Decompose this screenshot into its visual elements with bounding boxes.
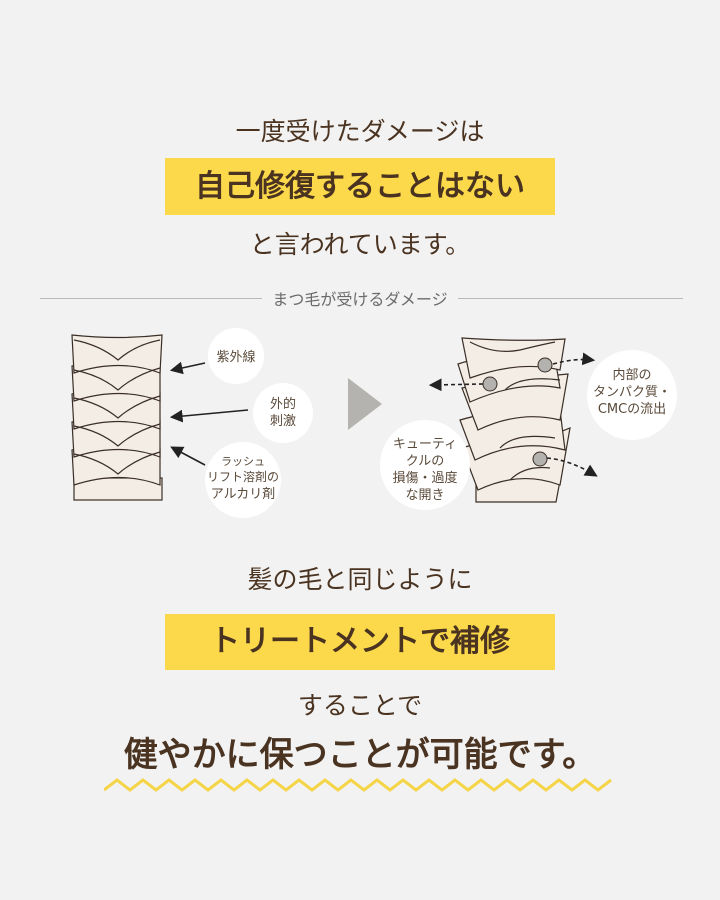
protein-particle xyxy=(532,451,548,467)
badge-protein-loss xyxy=(587,350,677,440)
headline-line2: と言われています。 xyxy=(249,230,471,259)
headline-highlight: 自己修復することはない xyxy=(165,158,555,215)
section-label-wrap: まつ毛が受けるダメージ xyxy=(0,286,720,310)
arrow-right-icon xyxy=(348,378,382,430)
badge-external xyxy=(253,383,313,443)
zigzag-underline xyxy=(104,778,612,792)
badge-alkali-text1: ラッシュ xyxy=(221,455,265,468)
closing-line3: 健やかに保つことが可能です。 xyxy=(123,735,597,775)
badge-uv xyxy=(208,328,264,384)
badge-cuticle-text2: クルの xyxy=(406,454,445,469)
badge-protein-text3: CMCの流出 xyxy=(598,402,666,417)
dashed-arrow xyxy=(428,378,484,392)
damage-diagram: 紫外線 外的 刺激 ラッシュ リフト溶剤の アルカリ剤 内部の タンパク質・ C… xyxy=(71,328,677,518)
arrow-external xyxy=(169,409,249,423)
arrow-uv xyxy=(169,361,206,375)
section-label: まつ毛が受けるダメージ xyxy=(262,290,458,309)
badge-alkali-text3: アルカリ剤 xyxy=(211,486,275,502)
arrow-alkali xyxy=(170,446,206,466)
badge-external-text2: 刺激 xyxy=(270,414,296,429)
headline-line1: 一度受けたダメージは xyxy=(235,117,485,146)
closing-line1: 髪の毛と同じように xyxy=(247,565,473,594)
badge-cuticle-text1: キューティ xyxy=(393,437,457,452)
badge-protein-text2: タンパク質・ xyxy=(593,385,671,400)
dashed-arrow xyxy=(546,457,598,477)
badge-alkali-text2: リフト溶剤の xyxy=(207,469,279,484)
badge-alkali xyxy=(205,442,281,518)
badge-external-text1: 外的 xyxy=(270,396,296,412)
healthy-lash-illustration xyxy=(71,334,163,501)
damaged-lash-illustration xyxy=(457,337,571,503)
dashed-arrow xyxy=(552,352,596,366)
badge-uv-text: 紫外線 xyxy=(216,349,255,365)
badge-cuticle-damage xyxy=(380,420,470,510)
protein-particle xyxy=(537,357,553,373)
protein-particle xyxy=(482,376,498,392)
badge-protein-text1: 内部の xyxy=(612,367,651,383)
closing-line2: することで xyxy=(297,691,423,720)
badge-cuticle-text4: な開き xyxy=(405,488,444,503)
badge-cuticle-text3: 損傷・過度 xyxy=(392,470,457,486)
closing-highlight: トリートメントで補修 xyxy=(165,614,555,670)
